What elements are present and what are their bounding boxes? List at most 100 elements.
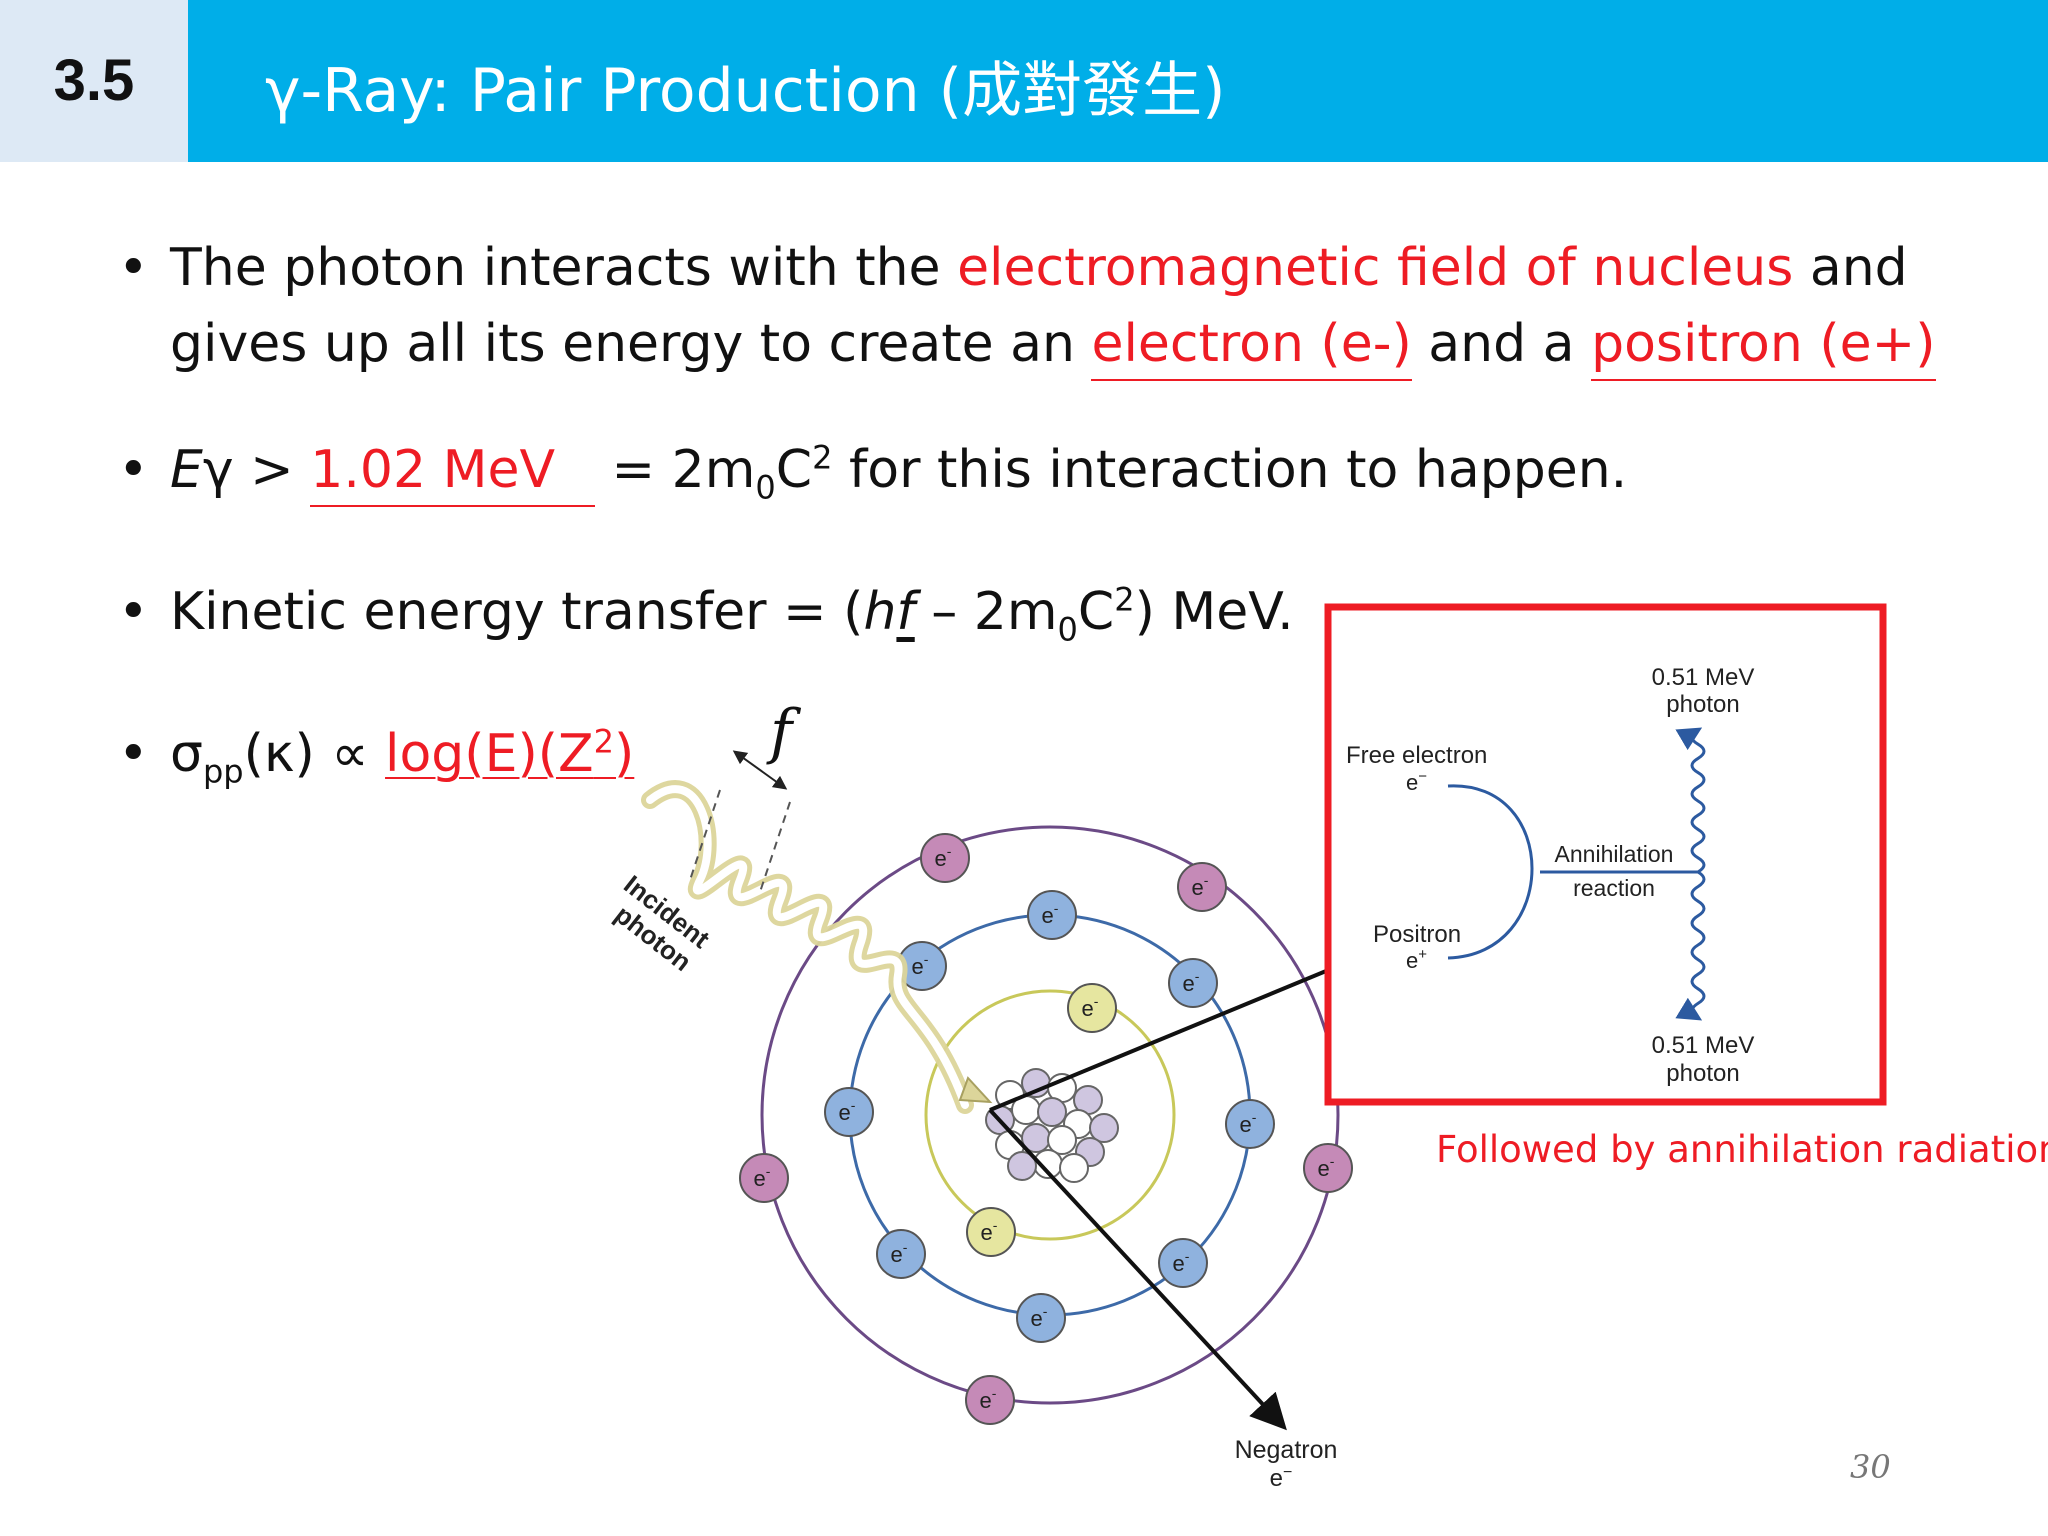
electron-circle [920,833,970,883]
electron-circle [1158,1238,1208,1288]
positron-track-arrow [989,946,1379,1112]
blank-positron: positron (e+) [1591,309,1936,381]
electron-circle [824,1087,874,1137]
superscript: 2 [593,722,614,761]
bullet-text: – 2m [914,582,1058,642]
page-number: 30 [1850,1448,1891,1486]
electron: e- [1168,958,1218,1008]
inner-shell [924,989,1176,1241]
electron-charge: - [992,1385,997,1401]
electron-charge: - [1330,1153,1335,1169]
symbol-gamma: γ [202,440,234,500]
bullet-dot: • [118,582,149,642]
symbol-sigma: σ [170,724,203,784]
electron: e- [1067,983,1117,1033]
bullet-list: • The photon interacts with the electrom… [118,230,2028,792]
subscript: pp [202,752,244,791]
negatron-symbol-base: e [1270,1465,1283,1492]
annihilation-label: Annihilation [1555,841,1674,867]
superscript: 2 [812,438,833,477]
positron-symbol: e+ [1406,946,1427,973]
free-electron-symbol: e− [1406,768,1427,795]
bullet-dot: • [118,238,149,298]
highlight-em-field: electromagnetic field of nucleus [957,238,1794,298]
bullet-text: = 2m [595,440,756,500]
electron-circle [739,1153,789,1203]
wavelength-arrow [732,750,788,790]
bullet-threshold-energy: • Eγ > 1.02 MeV = 2m0C2 for this interac… [118,432,2028,508]
bullet-text: C [1077,582,1115,642]
electron-charge: - [851,1097,856,1113]
electron-charge: - [903,1239,908,1255]
electron-circle [876,1229,926,1279]
electron: e- [1303,1143,1353,1193]
bullet-text: (κ) ∝ [243,724,386,784]
annihilation-caption: Followed by annihilation radiation [1436,1128,2048,1171]
formula-log: log(E)(Z2) [385,724,634,784]
electron: e- [824,1087,874,1137]
annihilation-inset-box [1324,603,1887,1106]
blank-electron: electron (e-) [1091,309,1412,381]
electron-charge: - [1094,993,1099,1009]
electron-charge: - [766,1163,771,1179]
electron: e- [965,1375,1015,1425]
outer-shell [760,825,1340,1405]
bullet-kinetic-energy: • Kinetic energy transfer = (hf – 2m0C2)… [118,574,2028,650]
negatron-track-arrow [988,1108,1287,1431]
subscript: 0 [755,468,776,507]
bullet-text: > [233,440,311,500]
annihilation-curve [1447,784,1534,960]
electron-charge: - [993,1217,998,1233]
electron: e- [920,833,970,883]
slide-title: γ-Ray: Pair Production (成對發生) [265,56,1226,126]
electron: e- [966,1207,1016,1257]
electron-circle [1168,958,1218,1008]
bullet-text: ) MeV. [1134,582,1294,642]
positron-symbol-base: e [1406,948,1418,973]
negatron-charge: − [1283,1464,1292,1481]
section-number-box [0,0,188,162]
formula-text: log(E)(Z [385,724,594,784]
positron-label: Positron [1373,921,1461,948]
electron-circle [1303,1143,1353,1193]
blank-threshold: 1.02 MeV [310,435,596,507]
subscript: 0 [1057,610,1078,649]
electron-circle [1027,890,1077,940]
electron-charge: - [1195,968,1200,984]
electron: e- [739,1153,789,1203]
formula-text: ) [614,724,635,784]
electron-circle [965,1375,1015,1425]
top-photon-wave [1675,727,1706,874]
bullet-text: for this interaction to happen. [832,440,1628,500]
bullet-dot: • [118,724,149,784]
free-electron-label: Free electron [1346,742,1487,769]
electron-charge: - [1043,1303,1048,1319]
bullet-text: and a [1411,314,1592,374]
electron: e- [1027,890,1077,940]
symbol-e: E [170,440,203,500]
section-number: 3.5 [53,48,135,113]
electron-charge: - [1054,900,1059,916]
reaction-label: reaction [1573,875,1655,901]
electron: e- [876,1229,926,1279]
frequency-label: f [766,697,802,767]
symbol-f: f [896,582,915,642]
free-electron-charge: − [1418,768,1427,785]
electron-circle [1225,1099,1275,1149]
bullet-text: C [775,440,813,500]
photon-arrow-head [958,1076,993,1104]
electron: e- [1225,1099,1275,1149]
electron: e- [1158,1238,1208,1288]
bullet-text: The photon interacts with the [170,238,958,298]
electron: e- [897,941,947,991]
electron-circle [966,1207,1016,1257]
bullet-text: and gives up all its energy to create an [170,238,1908,374]
bottom-photon-energy: 0.51 MeV [1652,1032,1755,1059]
bottom-photon-wave [1675,870,1706,1021]
bullet-text: Kinetic energy transfer = ( [170,582,864,642]
top-photon-label: photon [1666,691,1739,718]
electron: e- [1177,862,1227,912]
electron: e- [1016,1293,1066,1343]
electron-circle [1016,1293,1066,1343]
negatron-label: Negatron [1235,1436,1338,1464]
